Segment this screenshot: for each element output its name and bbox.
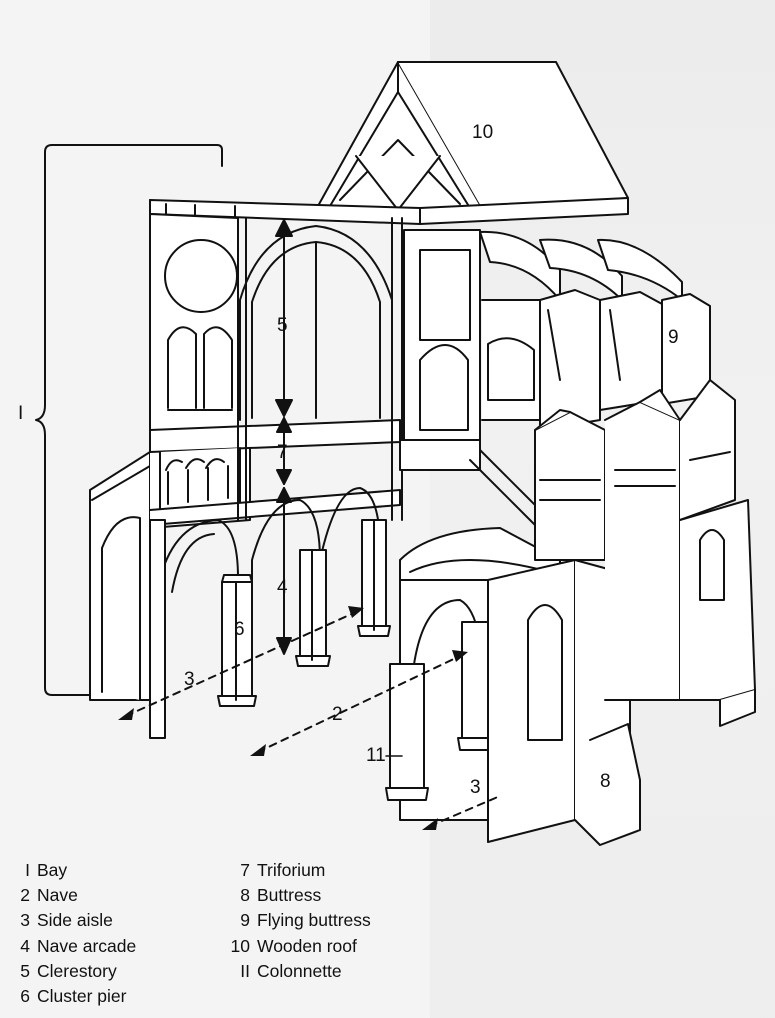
- flying-buttresses: [479, 230, 711, 431]
- callout-colonnette: 11: [366, 745, 386, 766]
- callout-wooden-roof: 10: [472, 122, 494, 143]
- wooden-roof: [317, 61, 629, 211]
- bay-bracket: [35, 144, 223, 696]
- callout-nave-arcade: 4: [277, 577, 288, 598]
- front-aisle-arch: [385, 579, 495, 821]
- callout-triforium: 7: [277, 442, 288, 463]
- nave-piers: [149, 217, 403, 739]
- aisle-interior: [403, 229, 541, 441]
- clerestory-arch: [239, 225, 393, 421]
- arrowheads: [118, 606, 468, 830]
- nave-arcade: [159, 487, 381, 651]
- callout-clerestory: 5: [277, 315, 288, 336]
- callout-side-aisle-right: 3: [470, 777, 481, 798]
- callout-nave: 2: [332, 704, 343, 725]
- callout-cluster-pier: 6: [234, 619, 245, 640]
- callout-flying-buttress: 9: [668, 327, 679, 348]
- dashed-arrows: [125, 611, 501, 827]
- clerestory-wall: [149, 213, 239, 439]
- triforium-gallery: [149, 419, 401, 526]
- buttress-block: [487, 559, 641, 846]
- pinnacles: [534, 379, 756, 727]
- callout-bay: I: [18, 403, 24, 424]
- callout-side-aisle-left: 3: [184, 669, 195, 690]
- callout-buttress: 8: [600, 771, 611, 792]
